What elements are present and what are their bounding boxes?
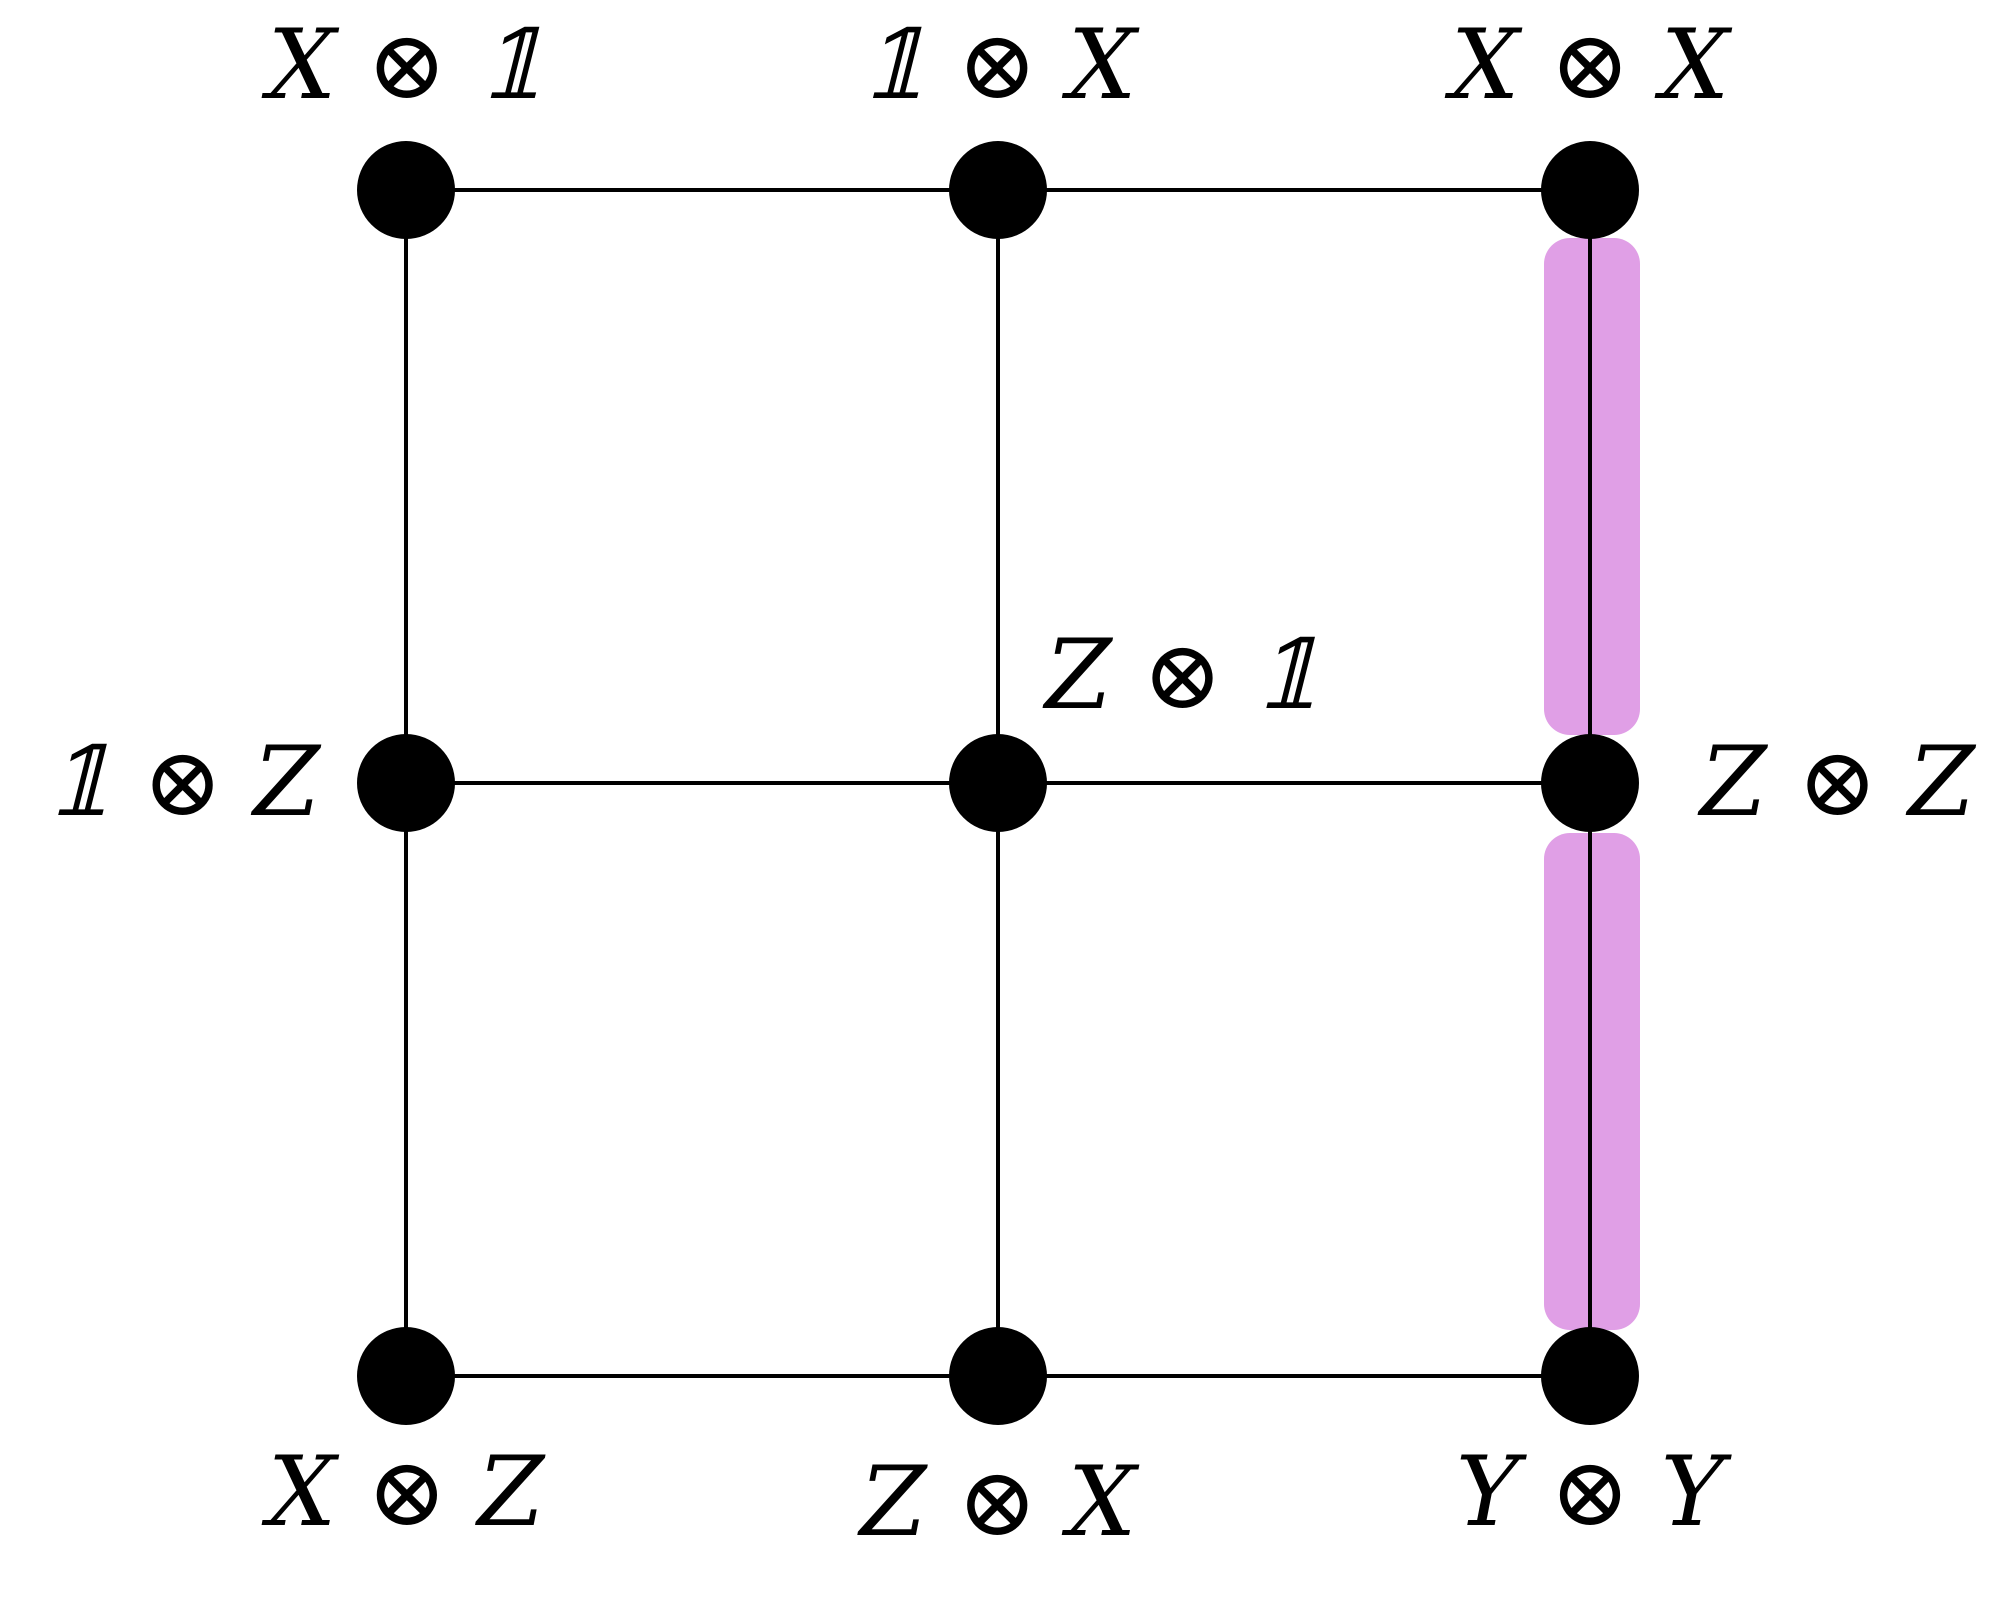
node-label-n12: Z ⊗ Z: [1697, 726, 1977, 838]
node-n10: [357, 734, 455, 832]
node-label-n00: X ⊗ 𝟙: [261, 9, 545, 121]
node-layer: [357, 141, 1639, 1425]
node-label-n20: X ⊗ Z: [261, 1436, 547, 1548]
node-n20: [357, 1327, 455, 1425]
node-label-n11: Z ⊗ 𝟙: [1042, 619, 1320, 731]
node-n11: [949, 734, 1047, 832]
node-label-n10: 𝟙 ⊗ Z: [45, 726, 322, 838]
node-n01: [949, 141, 1047, 239]
node-n02: [1541, 141, 1639, 239]
node-n21: [949, 1327, 1047, 1425]
label-layer: X ⊗ 𝟙 𝟙 ⊗ X X ⊗ X 𝟙 ⊗ Z Z ⊗ 𝟙 Z ⊗ Z X ⊗ …: [45, 9, 1977, 1558]
node-label-n01: 𝟙 ⊗ X: [860, 9, 1140, 121]
node-label-n02: X ⊗ X: [1444, 9, 1733, 121]
node-label-n21: Z ⊗ X: [857, 1446, 1140, 1558]
node-label-n22: Y ⊗ Y: [1456, 1436, 1733, 1548]
node-n22: [1541, 1327, 1639, 1425]
edge-layer: [404, 188, 1592, 1378]
node-n12: [1541, 734, 1639, 832]
node-n00: [357, 141, 455, 239]
